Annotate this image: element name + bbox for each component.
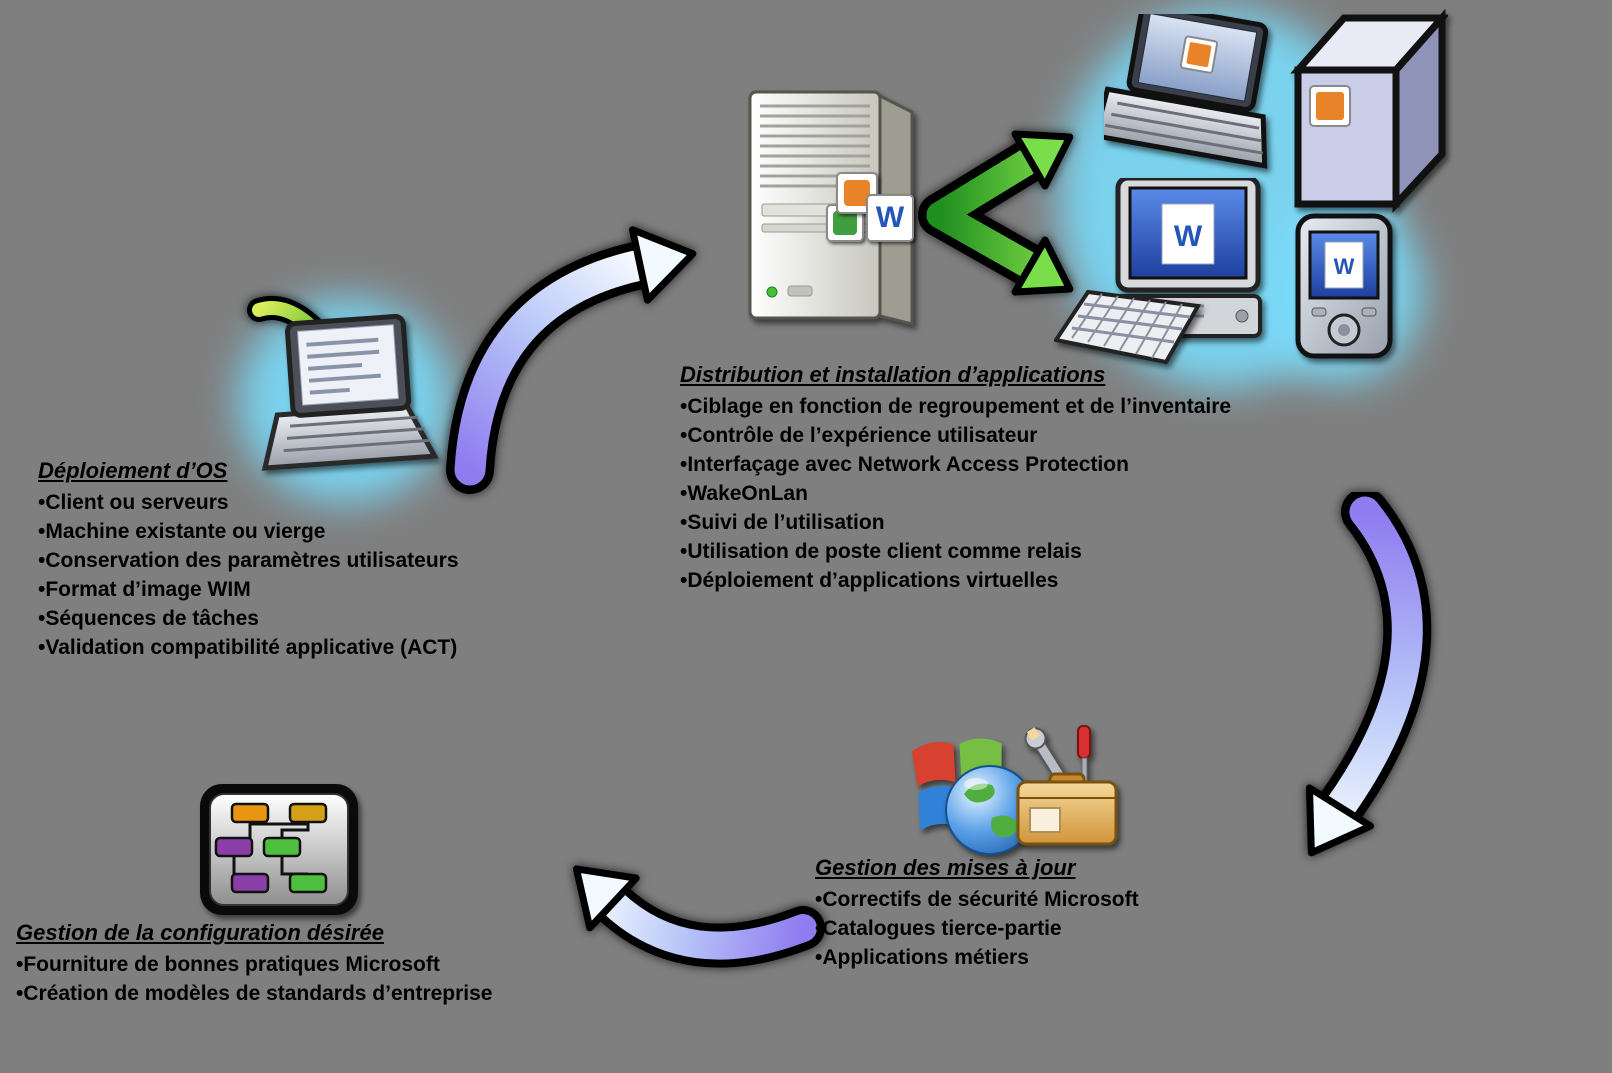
word-glyph: W: [1334, 254, 1355, 279]
app-distribution-section: Distribution et installation d’applicati…: [680, 362, 1231, 595]
app-distribution-title: Distribution et installation d’applicati…: [680, 362, 1106, 387]
list-item: •Ciblage en fonction de regroupement et …: [680, 395, 1232, 418]
client-laptop-icon: [1104, 14, 1269, 169]
os-deployment-title: Déploiement d’OS: [38, 458, 228, 483]
list-item: •Correctifs de sécurité Microsoft: [815, 888, 1139, 911]
os-deployment-section: Déploiement d’OS •Client ou serveurs •Ma…: [38, 458, 459, 662]
server-power-led: [766, 286, 778, 298]
dcm-block-purple: [214, 836, 254, 858]
dcm-block-green: [262, 836, 302, 858]
globe-icon: [945, 765, 1035, 855]
arrow-os-to-distribution: [446, 226, 697, 494]
windows-pane-red: [911, 742, 956, 787]
list-item: •Format d’image WIM: [38, 578, 251, 601]
list-item: •Utilisation de poste client comme relai…: [680, 540, 1082, 563]
list-item: •Fourniture de bonnes pratiques Microsof…: [16, 953, 440, 976]
updates-section: Gestion des mises à jour •Correctifs de …: [815, 855, 1139, 972]
arrow-distribution-to-updates: [1305, 492, 1432, 857]
dcm-block-green-2: [288, 872, 328, 894]
list-item: •Déploiement d’applications virtuelles: [680, 569, 1059, 592]
toolbox-icon: [1016, 725, 1118, 846]
powerpoint-glyph: [844, 180, 870, 206]
list-item: •Validation compatibilité applicative (A…: [38, 636, 458, 659]
dcm-block-purple-2: [230, 872, 270, 894]
app-glyph: [1316, 92, 1344, 120]
dcm-icon: [200, 784, 358, 915]
dcm-block-orange: [230, 802, 270, 824]
list-item: •Applications métiers: [815, 946, 1029, 969]
list-item: •Machine existante ou vierge: [38, 520, 326, 543]
updates-list: •Correctifs de sécurité Microsoft •Catal…: [815, 885, 1139, 972]
desired-config-title: Gestion de la configuration désirée: [16, 920, 384, 945]
desired-config-list: •Fourniture de bonnes pratiques Microsof…: [16, 950, 493, 1008]
list-item: •Client ou serveurs: [38, 491, 229, 514]
cube-server-icon: [1290, 8, 1448, 213]
server-vents: [760, 104, 870, 188]
os-laptop-icon: [261, 314, 439, 471]
green-deploy-arrow: [918, 130, 1074, 296]
list-item: •Séquences de tâches: [38, 607, 259, 630]
list-item: •Catalogues tierce-partie: [815, 917, 1062, 940]
list-item: •Contrôle de l’expérience utilisateur: [680, 424, 1038, 447]
pda-icon: W: [1295, 213, 1393, 359]
app-distribution-list: •Ciblage en fonction de regroupement et …: [680, 392, 1231, 595]
keyboard-icon: [1054, 289, 1202, 365]
word-glyph: W: [875, 201, 905, 234]
list-item: •Création de modèles de standards d’entr…: [16, 982, 493, 1005]
list-item: •Conservation des paramètres utilisateur…: [38, 549, 459, 572]
list-item: •WakeOnLan: [680, 482, 808, 505]
arrow-updates-to-config: [572, 865, 825, 968]
os-deployment-list: •Client ou serveurs •Machine existante o…: [38, 488, 459, 662]
dcm-block-gold: [288, 802, 328, 824]
desired-config-section: Gestion de la configuration désirée •Fou…: [16, 920, 493, 1008]
cube-side: [1392, 8, 1446, 213]
word-glyph: W: [1174, 220, 1203, 253]
updates-title: Gestion des mises à jour: [815, 855, 1076, 880]
list-item: •Interfaçage avec Network Access Protect…: [680, 453, 1129, 476]
excel-glyph: [833, 211, 857, 235]
application-package-icons: W: [826, 170, 941, 275]
word-icon: W: [866, 194, 914, 242]
app-glyph: [1186, 42, 1212, 68]
screwdriver-icon: [1077, 725, 1091, 785]
list-item: •Suivi de l’utilisation: [680, 511, 885, 534]
